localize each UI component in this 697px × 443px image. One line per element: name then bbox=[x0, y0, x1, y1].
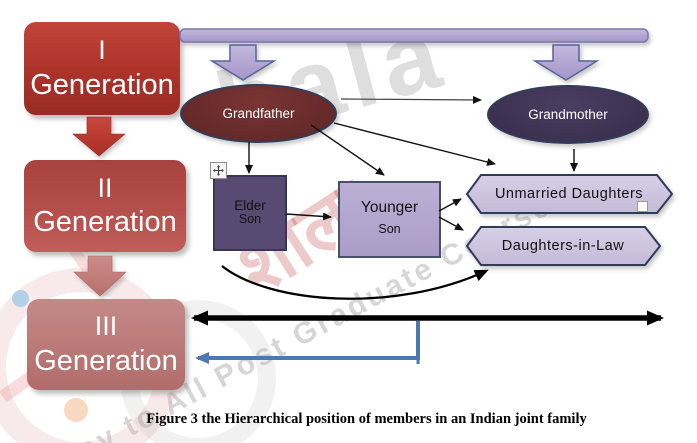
generation-2-numeral: II bbox=[97, 172, 113, 203]
elder-son-label-line1: Elder bbox=[234, 198, 266, 214]
elder-son-label-line2: Son bbox=[238, 211, 262, 226]
daughters-in-law-label: Daughters-in-Law bbox=[501, 238, 625, 254]
generation-3-box: III Generation bbox=[27, 299, 185, 390]
generation-3-label: Generation bbox=[34, 344, 178, 377]
younger-son-node: Younger Son bbox=[338, 181, 441, 258]
grandmother-node: Grandmother bbox=[487, 85, 649, 144]
generation-1-label: Generation bbox=[30, 68, 174, 101]
four-way-arrow-icon bbox=[213, 165, 224, 176]
grandfather-node: Grandfather bbox=[180, 84, 337, 143]
move-handle-icon[interactable] bbox=[210, 162, 227, 179]
down-block-arrow-to-grandmother bbox=[532, 44, 600, 81]
grandfather-label: Grandfather bbox=[222, 106, 295, 121]
down-block-arrow-gen2-to-gen3 bbox=[73, 255, 127, 297]
elder-son-node: Elder Son bbox=[213, 175, 287, 251]
generation-2-label: Generation bbox=[33, 206, 177, 239]
selection-handle[interactable] bbox=[637, 201, 648, 212]
generation-2-box: II Generation bbox=[24, 160, 186, 252]
younger-son-label-line1: Younger bbox=[360, 198, 419, 216]
generation-1-box: I Generation bbox=[24, 22, 180, 115]
arrow-grandfather-to-grandmother bbox=[340, 95, 482, 104]
down-block-arrow-gen1-to-gen2 bbox=[72, 116, 126, 157]
curved-arrow-to-daughters-in-law bbox=[221, 265, 489, 300]
blue-elbow-connector-to-generation-3 bbox=[195, 321, 420, 364]
arrow-younger-son-to-daughters-in-law bbox=[438, 216, 464, 231]
unmarried-daughters-label: Unmarried Daughters bbox=[494, 186, 644, 202]
generation-1-timeline-bar bbox=[179, 28, 649, 43]
younger-son-label-line2: Son bbox=[378, 221, 401, 236]
grandmother-label: Grandmother bbox=[528, 107, 608, 122]
figure-caption: Figure 3 the Hierarchical position of me… bbox=[146, 411, 587, 427]
unmarried-daughters-node bbox=[465, 174, 674, 214]
generation-1-numeral: I bbox=[98, 35, 106, 66]
generation-3-numeral: III bbox=[94, 311, 118, 342]
down-block-arrow-to-grandfather bbox=[209, 44, 277, 81]
arrow-elder-son-to-younger-son bbox=[285, 212, 332, 221]
arrow-grandfather-to-unmarried-daughters bbox=[333, 122, 496, 166]
daughters-in-law-node bbox=[465, 226, 662, 266]
arrow-younger-son-to-unmarried-daughters bbox=[438, 198, 462, 212]
arrow-grandfather-to-younger-son bbox=[310, 124, 385, 176]
